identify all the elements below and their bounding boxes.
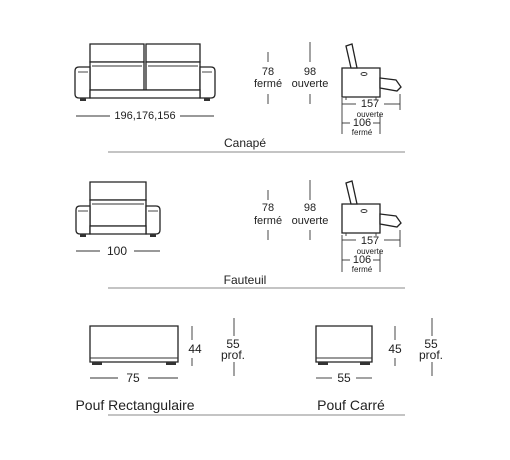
canape-height-open-value: 98 (303, 66, 317, 78)
fauteuil-height-closed-value: 78 (261, 202, 275, 214)
canape-depth-dimensions (341, 94, 401, 134)
pouf-carre-depth-word: prof. (418, 348, 444, 362)
fauteuil-title: Fauteuil (223, 273, 267, 287)
fauteuil-height-open-word: ouverte (291, 215, 329, 227)
pouf-rect-height-label: 44 (188, 342, 202, 356)
canape-depth-open-value: 157 (360, 98, 380, 110)
canape-front-view (74, 43, 216, 101)
fauteuil-front-view (75, 181, 161, 237)
pouf-rect-width-label: 75 (126, 371, 140, 385)
canape-height-closed-word: fermé (253, 78, 283, 90)
pouf-rect-depth-word: prof. (220, 348, 246, 362)
canape-height-markers (267, 42, 311, 104)
canape-depth-closed-word: fermé (351, 128, 373, 137)
pouf-carre-front-view (315, 325, 373, 365)
fauteuil-height-markers (267, 180, 311, 240)
canape-depth-closed-value: 106 (352, 117, 372, 129)
fauteuil-height-closed-word: fermé (253, 215, 283, 227)
canape-title: Canapé (223, 136, 267, 150)
pouf-carre-dimensions (316, 318, 433, 379)
fauteuil-depth-closed-word: fermé (351, 265, 373, 274)
pouf-rect-front-view (89, 325, 179, 365)
canape-depth-open-word: ouverte (356, 110, 384, 119)
fauteuil-depth-open-word: ouverte (356, 247, 384, 256)
pouf-rect-depth-value: 55 (226, 337, 240, 351)
pouf-rect-title: Pouf Rectangulaire (75, 397, 195, 413)
canape-height-closed-value: 78 (261, 66, 275, 78)
pouf-rect-dimensions (90, 318, 235, 379)
pouf-carre-depth-value: 55 (424, 337, 438, 351)
fauteuil-depth-dimensions (341, 230, 401, 272)
fauteuil-depth-open-value: 157 (360, 235, 380, 247)
pouf-carre-title: Pouf Carré (317, 397, 385, 413)
canape-width-label: 196,176,156 (114, 110, 176, 122)
pouf-carre-width-label: 55 (337, 371, 351, 385)
fauteuil-side-view (341, 180, 402, 236)
canape-height-open-word: ouverte (291, 78, 329, 90)
fauteuil-height-open-value: 98 (303, 202, 317, 214)
canape-side-view (341, 43, 402, 100)
fauteuil-depth-closed-value: 106 (352, 254, 372, 266)
fauteuil-width-label: 100 (106, 244, 128, 258)
pouf-carre-height-label: 45 (388, 342, 402, 356)
